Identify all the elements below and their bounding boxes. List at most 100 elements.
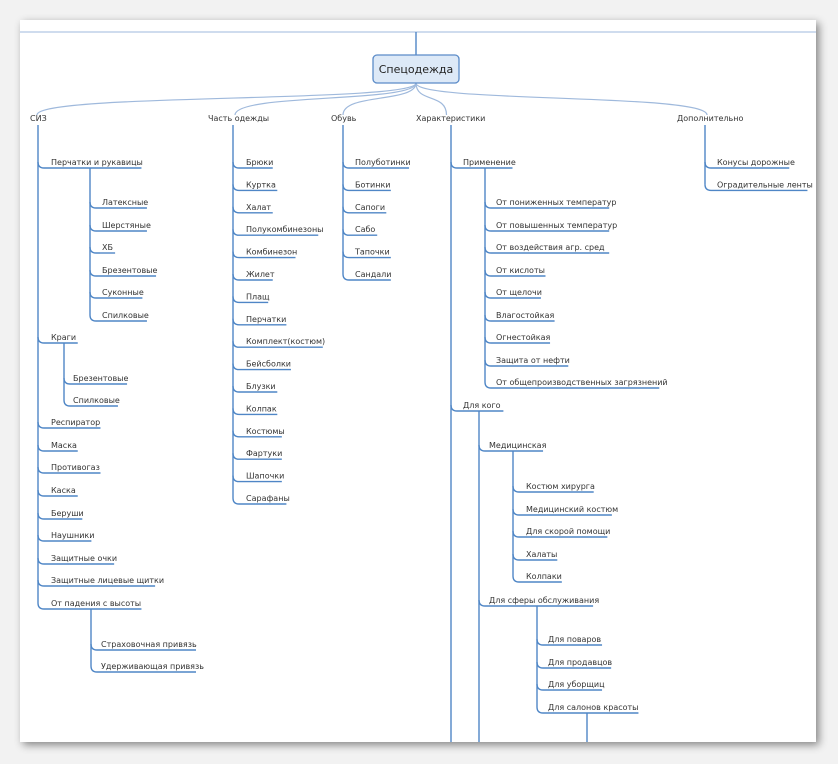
medical-медицинский-костюм[interactable]: Медицинский костюм [526,505,618,514]
footwear-ботинки[interactable]: Ботинки [355,180,391,189]
service-для-уборщиц[interactable]: Для уборщиц [548,680,605,689]
application-от-щелочи[interactable]: От щелочи [496,288,542,297]
footwear-сапоги[interactable]: Сапоги [355,203,385,212]
siz-0-суконные[interactable]: Суконные [102,288,144,297]
siz-10-удерживающая-привязь[interactable]: Удерживающая привязь [101,662,204,671]
siz-1-брезентовые[interactable]: Брезентовые [73,374,128,383]
siz-1-спилковые[interactable]: Спилковые [73,396,120,405]
for-whom-медицинская[interactable]: Медицинская [489,441,547,450]
service-connector-3 [536,706,546,714]
characteristics-для-кого[interactable]: Для кого [463,401,501,410]
application-от-кислоты[interactable]: От кислоты [496,266,545,275]
branch-характеристики[interactable]: Характеристики [416,114,485,123]
clothing-connector-11 [232,408,244,416]
medical-connector-4 [512,575,524,583]
footwear-сандали[interactable]: Сандали [355,270,391,279]
siz-противогаз[interactable]: Противогаз [51,463,100,472]
application-от-пониженных-температур[interactable]: От пониженных температур [496,198,616,207]
clothing-шапочки[interactable]: Шапочки [246,472,284,481]
branch-дополнительно[interactable]: Дополнительно [677,114,743,123]
siz-каска[interactable]: Каска [51,486,76,495]
characteristics-применение[interactable]: Применение [463,158,516,167]
clothing-куртка[interactable]: Куртка [246,180,276,189]
siz-0-connector-1 [89,224,100,232]
siz-0-латексные[interactable]: Латексные [102,198,148,207]
medical-колпаки[interactable]: Колпаки [526,572,562,581]
for-whom-для-сферы-обслуживания[interactable]: Для сферы обслуживания [489,596,599,605]
application-влагостойкая[interactable]: Влагостойкая [496,311,554,320]
clothing-connector-9 [232,363,244,371]
siz-защитные-очки[interactable]: Защитные очки [51,554,117,563]
clothing-комбинезон[interactable]: Комбинезон [246,248,297,257]
footwear-полуботинки[interactable]: Полуботинки [355,158,411,167]
application-огнестойкая[interactable]: Огнестойкая [496,333,551,342]
service-для-салонов-красоты[interactable]: Для салонов красоты [548,703,639,712]
clothing-сарафаны[interactable]: Сарафаны [246,494,290,503]
clothing-блузки[interactable]: Блузки [246,382,276,391]
clothing-плащ[interactable]: Плащ [246,292,270,301]
branch-обувь[interactable]: Обувь [331,114,357,123]
application-защита-от-нефти[interactable]: Защита от нефти [496,356,570,365]
siz-0-connector-5 [89,314,100,322]
siz-защитные-лицевые-щитки[interactable]: Защитные лицевые щитки [51,576,164,585]
siz-наушники[interactable]: Наушники [51,531,94,540]
siz-краги[interactable]: Краги [51,333,76,342]
clothing-брюки[interactable]: Брюки [246,158,273,167]
clothing-перчатки[interactable]: Перчатки [246,315,286,324]
footwear-сабо[interactable]: Сабо [355,225,375,234]
clothing-бейсболки[interactable]: Бейсболки [246,360,291,369]
siz-0-шерстяные[interactable]: Шерстяные [102,221,151,230]
siz-перчатки-и-рукавицы[interactable]: Перчатки и рукавицы [51,158,143,167]
medical-connector-1 [512,508,524,516]
clothing-полукомбинезоны[interactable]: Полукомбинезоны [246,225,324,234]
clothing-connector-14 [232,475,244,483]
medical-для-скорой-помощи[interactable]: Для скорой помощи [526,527,610,536]
root-node[interactable]: Спецодежда [372,54,460,84]
footwear-connector-2 [342,206,353,214]
clothing-connector-2 [232,206,244,214]
clothing-халат[interactable]: Халат [246,203,271,212]
siz-0-спилковые[interactable]: Спилковые [102,311,149,320]
siz-connector-10 [37,602,49,610]
application-connector-8 [484,381,494,389]
application-от-повышенных-температур[interactable]: От повышенных температур [496,221,617,230]
characteristics-connector-0 [450,161,461,169]
medical-костюм-хирурга[interactable]: Костюм хирурга [526,482,595,491]
siz-0-брезентовые[interactable]: Брезентовые [102,266,157,275]
additional-конусы-дорожные[interactable]: Конусы дорожные [717,158,795,167]
siz-маска[interactable]: Маска [51,441,77,450]
siz-1-connector-0 [63,377,71,385]
application-от-воздействия-агр-сред[interactable]: От воздействия агр. сред [496,243,605,252]
footwear-connector-4 [342,251,353,259]
clothing-фартуки[interactable]: Фартуки [246,449,282,458]
siz-1-connector-1 [63,399,71,407]
siz-10-страховочная-привязь[interactable]: Страховочная привязь [101,640,197,649]
clothing-колпак[interactable]: Колпак [246,404,277,413]
clothing-костюмы[interactable]: Костюмы [246,427,285,436]
clothing-connector-15 [232,497,244,505]
service-для-продавцов[interactable]: Для продавцов [548,658,612,667]
footwear-connector-1 [342,184,353,192]
additional-connector-0 [704,161,715,169]
service-для-поваров[interactable]: Для поваров [548,635,601,644]
branch-часть-одежды[interactable]: Часть одежды [208,114,269,123]
application-от-общепроизводственных-загрязнений[interactable]: От общепроизводственных загрязнений [496,378,668,387]
siz-connector-3 [37,444,49,452]
siz-connector-8 [37,557,49,565]
siz-connector-9 [37,579,49,587]
branch-сиз[interactable]: СИЗ [30,114,47,123]
clothing-жилет[interactable]: Жилет [246,270,275,279]
footwear-тапочки[interactable]: Тапочки [354,248,390,257]
medical-халаты[interactable]: Халаты [526,550,557,559]
clothing-connector-0 [232,161,244,169]
siz-0-хб[interactable]: ХБ [102,243,113,252]
siz-беруши[interactable]: Беруши [51,509,84,518]
siz-от-падения-с-высоты[interactable]: От падения с высоты [51,599,141,608]
clothing-комплект-костюм[interactable]: Комплект(костюм) [246,337,325,346]
clothing-connector-7 [232,318,244,326]
characteristics-connector-1 [450,404,461,412]
additional-оградительные-ленты[interactable]: Оградительные ленты [717,180,813,189]
siz-респиратор[interactable]: Респиратор [51,418,100,427]
clothing-connector-5 [232,273,244,281]
